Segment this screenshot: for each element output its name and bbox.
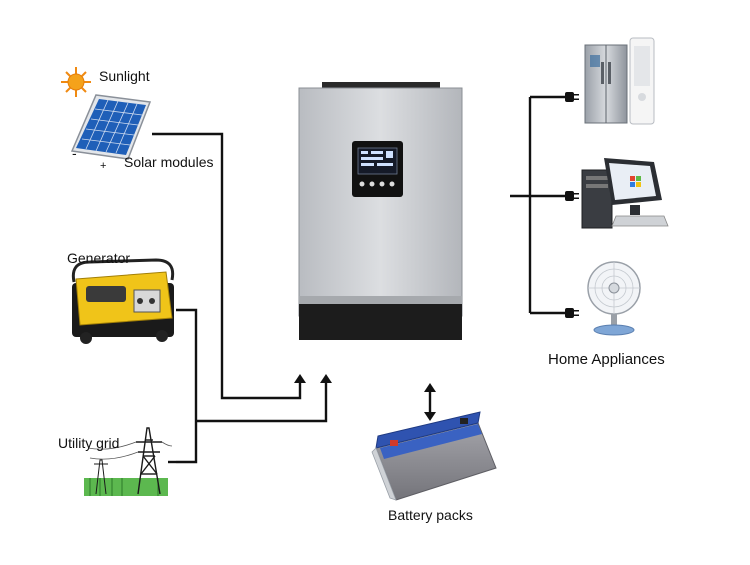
inverter-icon: [298, 82, 463, 340]
solar-wire: [152, 132, 302, 400]
generator-wire: [176, 308, 198, 464]
plug-icon: [565, 308, 579, 318]
solar-modules-label: Solar modules: [124, 154, 214, 170]
home-appliances-label: Home Appliances: [548, 351, 665, 368]
battery-icon: [371, 411, 497, 501]
plug-icon: [565, 191, 579, 201]
generator-icon: [71, 258, 175, 344]
windows-logo-icon: [630, 176, 641, 187]
tower-air-conditioner-icon: [629, 37, 655, 125]
electric-fan-icon: [587, 261, 641, 336]
arrowheads: [294, 374, 436, 421]
generator-label: Generator: [67, 250, 131, 266]
grid-arrowhead: [320, 374, 332, 383]
battery-arrow-up: [424, 383, 436, 392]
sun-icon: [61, 67, 91, 97]
battery-packs-label: Battery packs: [388, 507, 473, 523]
solar-minus-label: -: [72, 145, 77, 161]
wiring: [152, 95, 565, 464]
desktop-computer-icon: [581, 158, 669, 229]
utility-pylon-icon: [84, 427, 173, 496]
plug-icon: [565, 92, 579, 102]
solar-plus-label: +: [100, 160, 107, 172]
solar-arrowhead: [294, 374, 306, 383]
battery-arrow-down: [424, 412, 436, 421]
grid-feed-wire: [196, 382, 328, 423]
utility-grid-label: Utility grid: [58, 435, 120, 451]
refrigerator-icon: [584, 44, 628, 124]
solar-panel-icon: [70, 94, 152, 160]
sunlight-label: Sunlight: [99, 68, 150, 84]
